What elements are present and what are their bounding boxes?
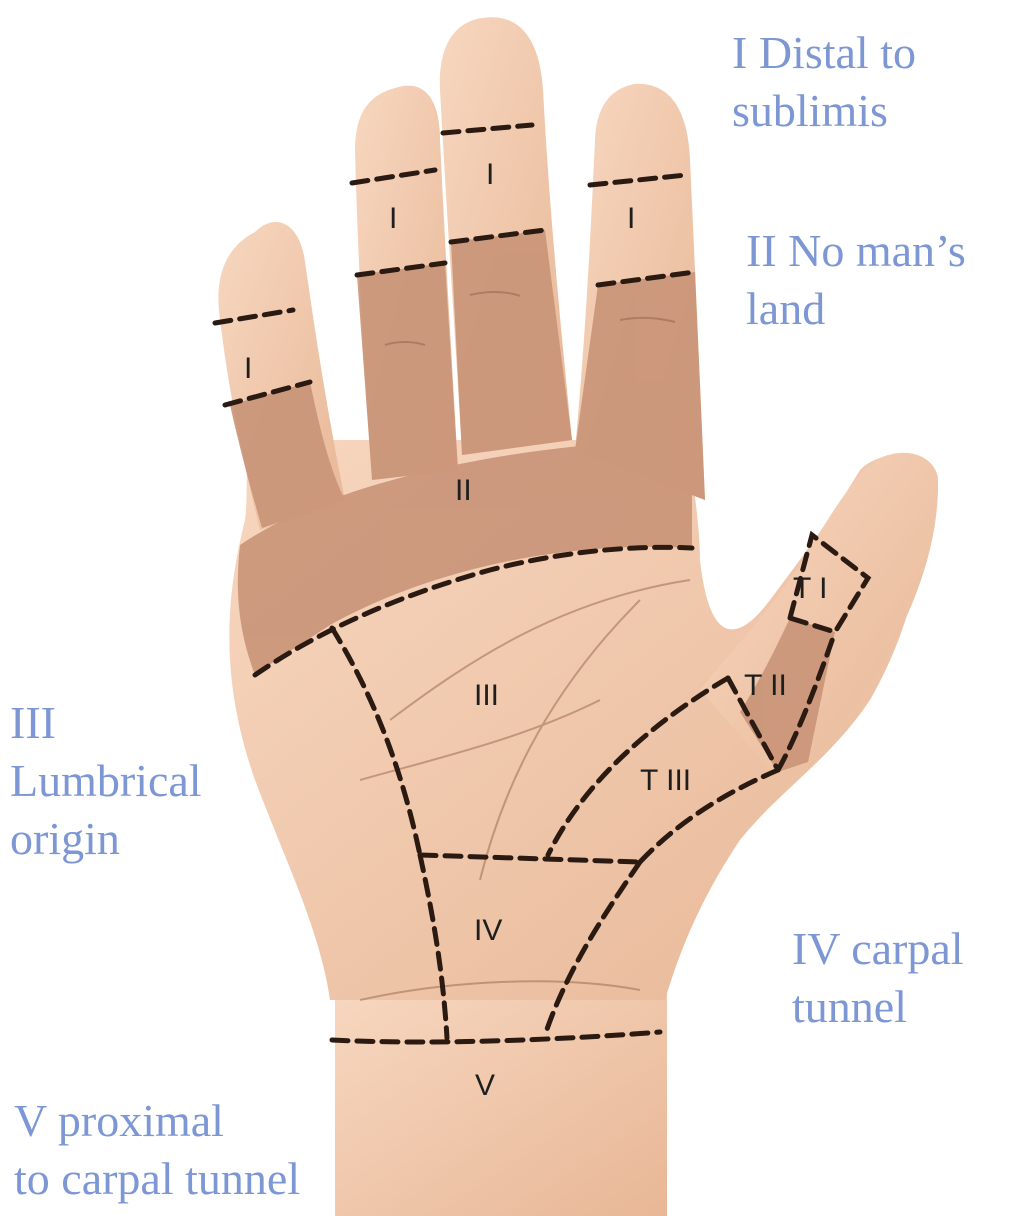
label-ring-I: I (389, 202, 397, 235)
label-middle-I: I (486, 158, 494, 191)
wrist (335, 990, 667, 1216)
label-zone-IV: IV (474, 914, 502, 947)
caption-zone-I: I Distal to sublimis (732, 24, 916, 140)
caption-zone-IV: IV carpal tunnel (792, 920, 964, 1036)
label-thumb-TI: T I (793, 572, 827, 605)
label-thumb-TIII: T III (640, 764, 691, 797)
caption-zone-III: III Lumbrical origin (10, 694, 202, 868)
label-zone-III: III (474, 679, 499, 712)
label-zone-II: II (455, 474, 472, 507)
caption-zone-V: V proximal to carpal tunnel (14, 1092, 300, 1208)
label-zone-V: V (475, 1069, 495, 1102)
thumb (700, 453, 938, 775)
zone-II-ring-shade (357, 263, 458, 480)
label-little-I: I (244, 352, 252, 385)
caption-zone-II: II No man’s land (746, 222, 966, 338)
label-thumb-TII: T II (744, 669, 787, 702)
label-index-I: I (627, 202, 635, 235)
